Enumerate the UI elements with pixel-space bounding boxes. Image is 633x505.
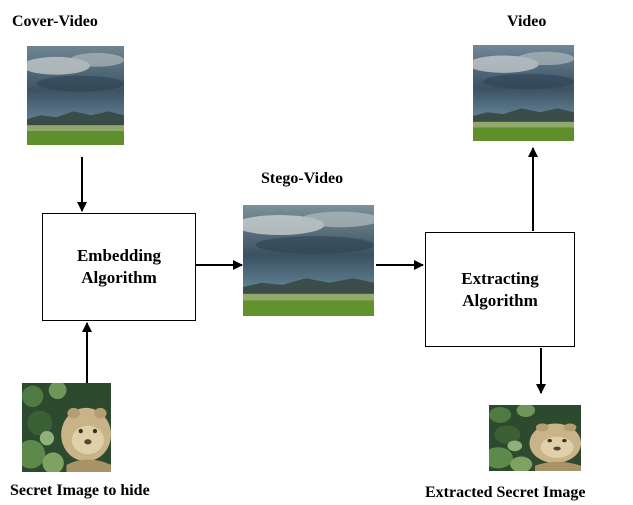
- secret-image-thumbnail: [22, 383, 111, 472]
- extracted-secret-image-label: Extracted Secret Image: [425, 484, 586, 501]
- extracting-algorithm-box: Extracting Algorithm: [425, 232, 575, 347]
- cover-video-thumbnail: [27, 46, 124, 145]
- extracting-line-2: Algorithm: [462, 290, 538, 310]
- stego-video-thumbnail: [243, 205, 374, 316]
- stego-video-label: Stego-Video: [261, 170, 344, 187]
- output-video-thumbnail: [473, 45, 574, 141]
- extracted-secret-image-thumbnail: [489, 405, 581, 471]
- cover-video-label: Cover-Video: [12, 13, 98, 30]
- embedding-line-1: Embedding: [76, 246, 162, 265]
- video-label: Video: [507, 13, 547, 30]
- embedding-line-2: Algorithm: [81, 268, 157, 287]
- secret-image-label: Secret Image to hide: [10, 482, 150, 499]
- embedding-algorithm-box: Embedding Algorithm: [42, 213, 196, 321]
- extracting-line-1: Extracting: [461, 268, 539, 288]
